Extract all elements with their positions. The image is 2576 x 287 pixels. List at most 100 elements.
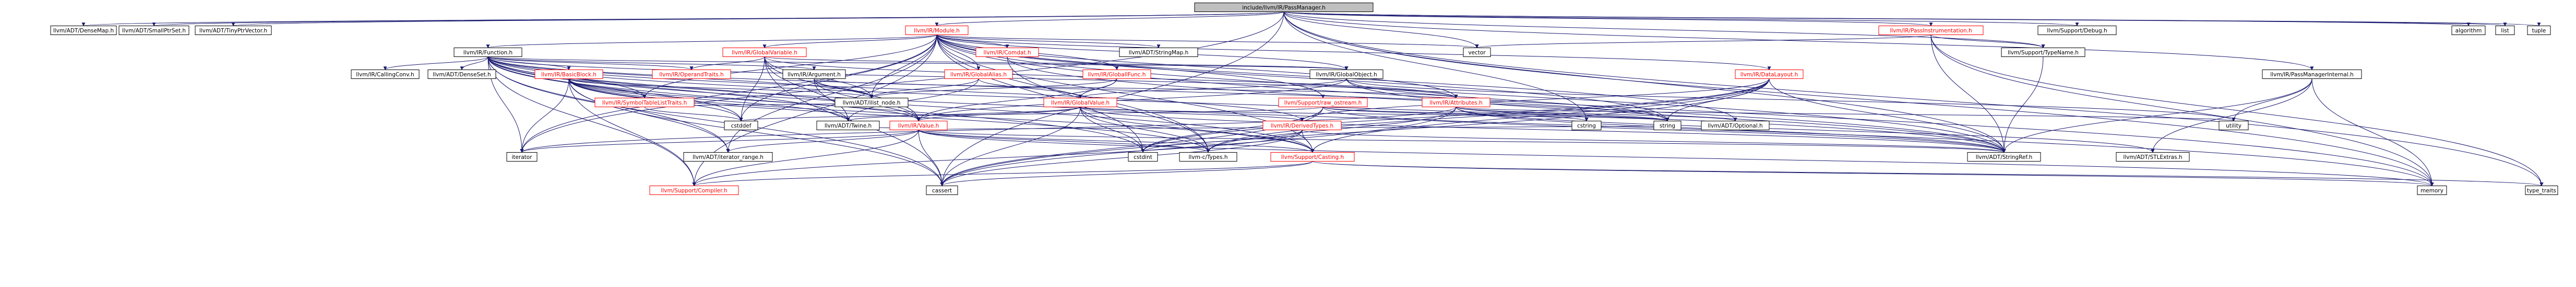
edge-rawostream-to-cstddef (740, 107, 1323, 122)
node-globalvalue[interactable]: llvm/IR/GlobalValue.h (1043, 98, 1117, 107)
node-function[interactable]: llvm/IR/Function.h (454, 48, 522, 57)
node-label-globalalias: llvm/IR/GlobalAlias.h (950, 72, 1007, 78)
edge-globalvalue-to-twine (846, 107, 1081, 122)
node-derivedtypes[interactable]: llvm/IR/DerivedTypes.h (1262, 121, 1342, 130)
node-label-datalayout: llvm/IR/DataLayout.h (1740, 72, 1798, 78)
node-box-comdat (975, 48, 1039, 57)
node-box-cstdint (1128, 152, 1158, 162)
node-callingconv[interactable]: llvm/IR/CallingConv.h (351, 70, 420, 79)
node-label-symtablelist: llvm/IR/SymbolTableListTraits.h (602, 100, 687, 106)
node-memory[interactable]: memory (2417, 186, 2447, 195)
node-iterator[interactable]: iterator (506, 152, 538, 162)
edge-module-to-memory (936, 35, 2434, 187)
node-box-algorithm (2451, 26, 2486, 35)
node-twine[interactable]: llvm/ADT/Twine.h (816, 121, 880, 130)
node-datalayout[interactable]: llvm/IR/DataLayout.h (1735, 70, 1804, 79)
edge-module-to-iterator (520, 35, 937, 153)
edge-root-to-iterator (520, 12, 1284, 153)
edge-function-to-compiler (487, 56, 696, 187)
node-string[interactable]: string (1653, 121, 1681, 130)
node-denseset[interactable]: llvm/ADT/DenseSet.h (427, 70, 496, 79)
node-utility[interactable]: utility (2219, 121, 2249, 130)
node-label-twine: llvm/ADT/Twine.h (825, 123, 872, 129)
node-compiler[interactable]: llvm/Support/Compiler.h (649, 186, 739, 195)
node-stringref[interactable]: llvm/ADT/StringRef.h (1967, 152, 2041, 162)
node-globalvariable[interactable]: llvm/IR/GlobalVariable.h (722, 48, 807, 57)
edge-datalayout-to-cassert (940, 78, 1770, 187)
edge-derivedtypes-to-compiler (692, 130, 1303, 187)
node-typename[interactable]: llvm/Support/TypeName.h (2001, 48, 2085, 57)
node-module[interactable]: llvm/IR/Module.h (905, 26, 969, 35)
edge-module-to-comdat (936, 35, 1009, 49)
node-box-iterator (506, 152, 538, 162)
node-box-module (905, 26, 969, 35)
edge-basicblock-to-twine (568, 78, 850, 122)
node-label-globalifunc: llvm/IR/GlobalIFunc.h (1088, 72, 1146, 78)
node-stlextras[interactable]: llvm/ADT/STLExtras.h (2116, 152, 2190, 162)
node-stringmap[interactable]: llvm/ADT/StringMap.h (1119, 48, 1198, 57)
node-label-cstddef: cstddef (731, 123, 752, 129)
node-box-value (889, 121, 948, 130)
edge-value-to-compiler (692, 130, 919, 187)
edge-typename-to-stringref (2002, 56, 2044, 153)
edge-function-to-denseset (460, 56, 488, 71)
node-label-casting: llvm/Support/Casting.h (1281, 154, 1344, 160)
node-cstring[interactable]: cstring (1571, 121, 1602, 130)
node-cstddef[interactable]: cstddef (724, 121, 758, 130)
node-argument[interactable]: llvm/IR/Argument.h (782, 70, 846, 79)
node-typetraits[interactable]: type_traits (2525, 186, 2558, 195)
edge-globalifunc-to-value (916, 78, 1117, 122)
edge-pmi-to-stlextras (2151, 78, 2312, 153)
node-box-optional (1701, 121, 1770, 130)
node-ctypes[interactable]: llvm-c/Types.h (1179, 152, 1237, 162)
edge-basicblock-to-compiler (568, 78, 696, 187)
node-label-utility: utility (2226, 123, 2241, 129)
edge-globalvalue-to-ctypes (1080, 107, 1210, 153)
node-label-iterator: iterator (511, 154, 532, 160)
node-vector[interactable]: vector (1463, 48, 1491, 57)
node-label-operandtraits: llvm/IR/OperandTraits.h (659, 72, 723, 78)
node-pmi[interactable]: llvm/IR/PassManagerInternal.h (2262, 70, 2362, 79)
node-box-iteratorrange (683, 152, 773, 162)
edge-globalvalue-to-string (1080, 107, 1669, 122)
node-label-passinstr: llvm/IR/PassInstrumentation.h (1890, 28, 1972, 34)
node-tinyptrvector[interactable]: llvm/ADT/TinyPtrVector.h (195, 26, 272, 35)
node-smallptrset[interactable]: llvm/ADT/SmallPtrSet.h (118, 26, 189, 35)
node-box-datalayout (1735, 70, 1804, 79)
edge-function-to-cstddef (487, 56, 743, 122)
node-passinstr[interactable]: llvm/IR/PassInstrumentation.h (1878, 26, 1984, 35)
node-globalobject[interactable]: llvm/IR/GlobalObject.h (1309, 70, 1384, 79)
edge-argument-to-twine (814, 78, 850, 122)
node-symtablelist[interactable]: llvm/IR/SymbolTableListTraits.h (594, 98, 695, 107)
node-globalalias[interactable]: llvm/IR/GlobalAlias.h (944, 70, 1013, 79)
node-ilistnode[interactable]: llvm/ADT/ilist_node.h (834, 98, 909, 107)
node-globalifunc[interactable]: llvm/IR/GlobalIFunc.h (1082, 70, 1151, 79)
node-tuple[interactable]: tuple (2527, 26, 2551, 35)
edge-globalobject-to-utility (1346, 78, 2236, 122)
node-box-tinyptrvector (195, 26, 272, 35)
node-operandtraits[interactable]: llvm/IR/OperandTraits.h (652, 70, 731, 79)
node-optional[interactable]: llvm/ADT/Optional.h (1701, 121, 1770, 130)
node-iteratorrange[interactable]: llvm/ADT/iterator_range.h (683, 152, 773, 162)
edge-globalobject-to-globalvalue (1078, 78, 1347, 99)
edge-basicblock-to-symtablelist (568, 78, 647, 99)
node-casting[interactable]: llvm/Support/Casting.h (1270, 152, 1355, 162)
node-comdat[interactable]: llvm/IR/Comdat.h (975, 48, 1039, 57)
node-attributes[interactable]: llvm/IR/Attributes.h (1422, 98, 1490, 107)
edge-module-to-rawostream (936, 35, 1325, 99)
node-cassert[interactable]: cassert (926, 186, 958, 195)
node-cstdint[interactable]: cstdint (1128, 152, 1158, 162)
node-value[interactable]: llvm/IR/Value.h (889, 121, 948, 130)
node-algorithm[interactable]: algorithm (2451, 26, 2486, 35)
node-rawostream[interactable]: llvm/Support/raw_ostream.h (1278, 98, 1368, 107)
node-basicblock[interactable]: llvm/IR/BasicBlock.h (534, 70, 603, 79)
edge-globalvalue-to-value (916, 107, 1081, 122)
dependency-edges (82, 12, 2544, 187)
node-list[interactable]: list (2495, 26, 2515, 35)
node-box-compiler (649, 186, 739, 195)
node-label-module: llvm/IR/Module.h (914, 28, 960, 34)
node-label-tinyptrvector: llvm/ADT/TinyPtrVector.h (199, 28, 267, 34)
edge-value-to-memory (918, 130, 2434, 187)
node-densemap[interactable]: llvm/ADT/DenseMap.h (50, 26, 117, 35)
node-debug[interactable]: llvm/Support/Debug.h (2037, 26, 2117, 35)
